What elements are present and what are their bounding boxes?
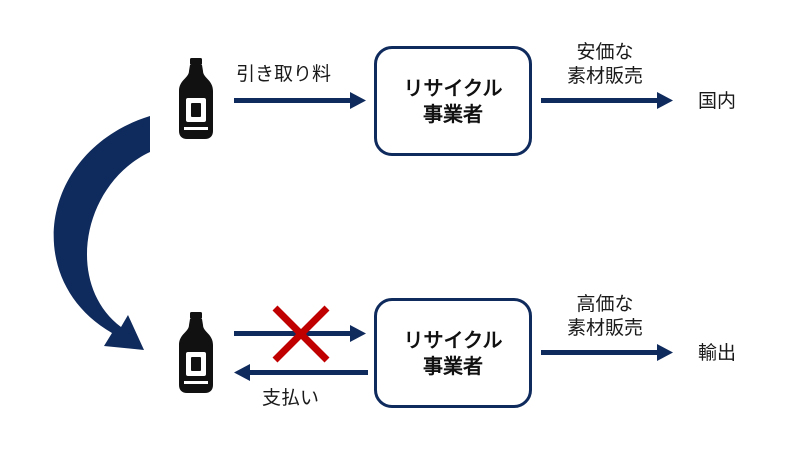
arrow-right-icon-fee-crossed: [234, 325, 366, 342]
payment-label: 支払い: [262, 387, 320, 409]
recycler-box-top: リサイクル 事業者: [374, 46, 532, 156]
sale-label-top: 安価な 素材販売: [552, 40, 658, 88]
bottle-icon-top: [179, 58, 213, 139]
sale-label-top-line2: 素材販売: [566, 65, 643, 87]
sale-label-bottom-line2: 素材販売: [566, 317, 643, 339]
destination-domestic: 国内: [698, 90, 737, 112]
sale-label-top-line1: 安価な: [576, 41, 634, 63]
recycler-box-top-line2: 事業者: [423, 102, 483, 126]
recycler-box-bottom-line2: 事業者: [423, 354, 483, 378]
recycler-box-bottom: リサイクル 事業者: [374, 298, 532, 408]
recycler-box-top-line1: リサイクル: [403, 76, 503, 100]
curved-arrow-icon: [53, 116, 150, 350]
arrow-left-icon-payment: [234, 364, 368, 381]
sale-label-bottom: 高価な 素材販売: [552, 292, 658, 340]
fee-label: 引き取り料: [236, 63, 332, 85]
destination-export: 輸出: [698, 342, 737, 364]
cross-icon: [272, 305, 330, 363]
arrow-right-icon-fee: [234, 92, 366, 109]
arrow-right-icon-sale-bottom: [541, 344, 673, 361]
arrow-right-icon-sale-top: [541, 92, 673, 109]
sale-label-bottom-line1: 高価な: [576, 293, 634, 315]
recycler-box-bottom-line1: リサイクル: [403, 328, 503, 352]
bottle-icon-bottom: [179, 312, 213, 393]
